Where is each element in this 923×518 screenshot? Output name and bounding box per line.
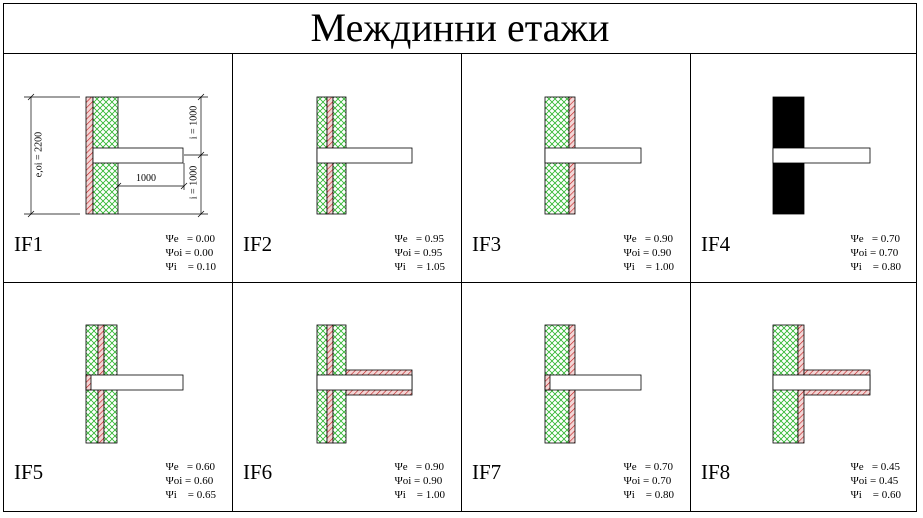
psi-values: Ψe = 0.90 Ψoi = 0.90 Ψi = 1.00	[395, 460, 445, 502]
psi-values: Ψe = 0.00 Ψoi = 0.00 Ψi = 0.10	[166, 232, 216, 274]
detail-label: IF4	[701, 232, 731, 256]
psi-oi: Ψoi = 0.70	[850, 247, 899, 259]
psi-i: Ψi = 0.80	[850, 261, 901, 273]
psi-values: Ψe = 0.90 Ψoi = 0.90 Ψi = 1.00	[624, 232, 674, 274]
cell-if8: IF8 Ψe = 0.45 Ψoi = 0.45 Ψi = 0.60	[691, 283, 917, 512]
psi-e: Ψe = 0.95	[394, 233, 445, 245]
cell-if2: IF2 Ψe = 0.95 Ψoi = 0.95 Ψi = 1.05	[233, 54, 462, 283]
detail-if6-drawing	[316, 324, 413, 444]
psi-oi: Ψoi = 0.90	[394, 475, 443, 487]
detail-if8-drawing	[772, 324, 871, 444]
psi-oi: Ψoi = 0.90	[623, 247, 672, 259]
psi-i: Ψi = 1.00	[623, 261, 674, 273]
cell-if1: e,oi = 2200 i = 1000 i = 1000 1000 IF1 Ψ…	[4, 54, 233, 283]
dim-e-oi: e,oi = 2200	[33, 131, 45, 178]
psi-e: Ψe = 0.45	[850, 461, 901, 473]
psi-oi: Ψoi = 0.95	[394, 247, 443, 259]
psi-i: Ψi = 1.05	[394, 261, 445, 273]
detail-label: IF1	[14, 232, 44, 256]
psi-i: Ψi = 0.80	[623, 489, 674, 501]
detail-if3-drawing	[544, 96, 642, 215]
psi-values: Ψe = 0.60 Ψoi = 0.60 Ψi = 0.65	[166, 460, 216, 502]
cell-if6: IF6 Ψe = 0.90 Ψoi = 0.90 Ψi = 1.00	[233, 283, 462, 512]
cell-if3: IF3 Ψe = 0.90 Ψoi = 0.90 Ψi = 1.00	[462, 54, 691, 283]
psi-i: Ψi = 0.65	[165, 489, 216, 501]
psi-values: Ψe = 0.70 Ψoi = 0.70 Ψi = 0.80	[851, 232, 901, 274]
psi-e: Ψe = 0.60	[165, 461, 216, 473]
psi-e: Ψe = 0.90	[623, 233, 674, 245]
detail-label: IF2	[243, 232, 273, 256]
cell-if7: IF7 Ψe = 0.70 Ψoi = 0.70 Ψi = 0.80	[462, 283, 691, 512]
figure-frame	[3, 3, 917, 512]
detail-label: IF3	[472, 232, 502, 256]
dim-i-top: i = 1000	[188, 105, 200, 140]
detail-if7-drawing	[544, 324, 642, 444]
detail-if4-drawing	[772, 96, 871, 215]
psi-values: Ψe = 0.45 Ψoi = 0.45 Ψi = 0.60	[851, 460, 901, 502]
psi-oi: Ψoi = 0.60	[165, 475, 214, 487]
psi-i: Ψi = 1.00	[394, 489, 445, 501]
dim-i-bottom: i = 1000	[188, 165, 200, 200]
detail-label: IF5	[14, 460, 44, 484]
cell-if5: IF5 Ψe = 0.60 Ψoi = 0.60 Ψi = 0.65	[4, 283, 233, 512]
psi-i: Ψi = 0.10	[165, 261, 216, 273]
psi-values: Ψe = 0.70 Ψoi = 0.70 Ψi = 0.80	[624, 460, 674, 502]
detail-if1-drawing	[24, 93, 208, 218]
psi-i: Ψi = 0.60	[850, 489, 901, 501]
psi-oi: Ψoi = 0.45	[850, 475, 899, 487]
detail-label: IF8	[701, 460, 731, 484]
psi-e: Ψe = 0.00	[165, 233, 216, 245]
psi-oi: Ψoi = 0.00	[165, 247, 214, 259]
detail-if2-drawing	[316, 96, 413, 215]
dim-slab-length: 1000	[136, 173, 156, 184]
detail-label: IF6	[243, 460, 273, 484]
detail-label: IF7	[472, 460, 502, 484]
psi-e: Ψe = 0.70	[850, 233, 901, 245]
psi-values: Ψe = 0.95 Ψoi = 0.95 Ψi = 1.05	[395, 232, 445, 274]
psi-e: Ψe = 0.90	[394, 461, 445, 473]
psi-oi: Ψoi = 0.70	[623, 475, 672, 487]
page-title: Междинни етажи	[3, 3, 917, 54]
psi-e: Ψe = 0.70	[623, 461, 674, 473]
detail-if5-drawing	[85, 324, 184, 444]
cell-if4: IF4 Ψe = 0.70 Ψoi = 0.70 Ψi = 0.80	[691, 54, 917, 283]
